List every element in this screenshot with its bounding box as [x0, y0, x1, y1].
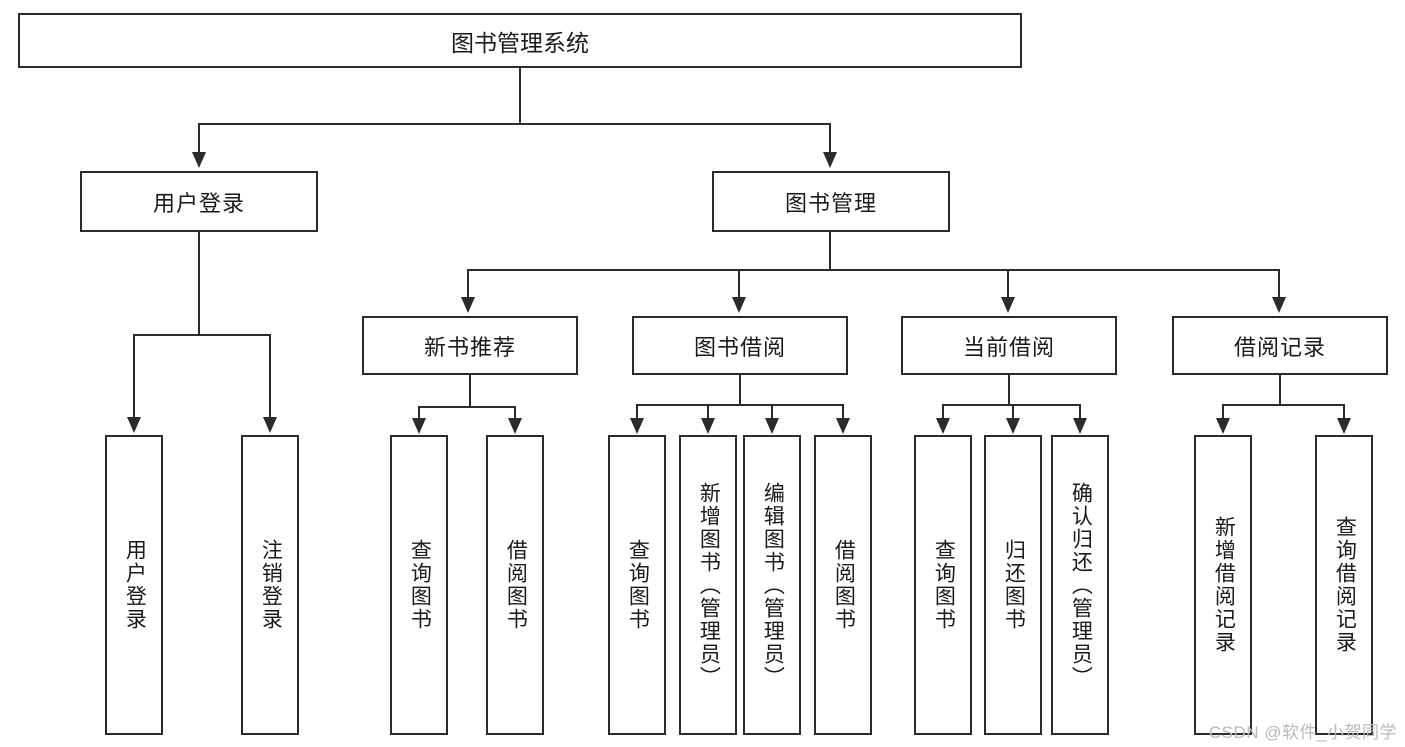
- leaf-label: 查询图书: [932, 539, 956, 631]
- leaf-book-borrow-2[interactable]: 编辑图书（管理员）: [743, 435, 801, 735]
- watermark: CSDN @软件_小贺同学: [1208, 723, 1397, 742]
- edge-user-login-stem: [198, 232, 200, 335]
- leaf-label: 新增借阅记录: [1212, 516, 1236, 654]
- node-label: 借阅记录: [1233, 334, 1326, 360]
- leaf-label: 查询图书: [408, 539, 432, 631]
- leaf-label: 查询借阅记录: [1333, 516, 1357, 654]
- edge-to-book-borrow: [738, 269, 740, 299]
- arrow-to-borrow-record: [1272, 297, 1286, 313]
- arrow-cb-to-leaf-2: [1073, 418, 1087, 434]
- arrow-nbr-to-leaf-1: [508, 418, 522, 434]
- edge-root-to-user-login: [198, 123, 200, 155]
- node-root-system[interactable]: 图书管理系统: [18, 13, 1022, 68]
- leaf-new-book-recommend-0[interactable]: 查询图书: [390, 435, 448, 735]
- leaf-borrow-record-0[interactable]: 新增借阅记录: [1194, 435, 1252, 735]
- leaf-label: 新增图书（管理员）: [697, 481, 721, 689]
- node-book-management[interactable]: 图书管理: [712, 171, 950, 232]
- arrow-nbr-to-leaf-0: [412, 418, 426, 434]
- edge-new-book-recommend-stem: [469, 375, 471, 408]
- edge-bb-to-leaf-1: [707, 404, 709, 420]
- edge-new-book-recommend-bar: [418, 406, 516, 408]
- edge-bb-to-leaf-3: [842, 404, 844, 420]
- edge-current-borrow-stem: [1008, 375, 1010, 406]
- leaf-current-borrow-0[interactable]: 查询图书: [914, 435, 972, 735]
- edge-nbr-to-leaf-1: [514, 406, 516, 420]
- edge-borrow-record-bar: [1222, 404, 1344, 406]
- arrow-to-current-borrow: [1001, 297, 1015, 313]
- edge-book-borrow-bar: [636, 404, 842, 406]
- arrow-cb-to-leaf-0: [936, 418, 950, 434]
- edge-cb-to-leaf-0: [942, 404, 944, 420]
- edge-nbr-to-leaf-0: [418, 406, 420, 420]
- arrow-bb-to-leaf-1: [701, 418, 715, 434]
- edge-root-to-book-manage: [829, 123, 831, 155]
- leaf-book-borrow-1[interactable]: 新增图书（管理员）: [679, 435, 737, 735]
- node-label: 新书推荐: [423, 334, 516, 360]
- node-label: 图书管理系统: [451, 29, 589, 56]
- edge-br-to-leaf-0: [1222, 404, 1224, 420]
- edge-book-borrow-stem: [739, 375, 741, 406]
- node-label: 用户登录: [152, 190, 245, 216]
- arrow-root-to-user-login: [192, 152, 206, 168]
- edge-root-bar: [198, 123, 830, 125]
- edge-user-login-bar: [133, 334, 271, 336]
- arrow-to-book-borrow: [732, 297, 746, 313]
- edge-br-to-leaf-1: [1343, 404, 1345, 420]
- leaf-label: 查询图书: [626, 539, 650, 631]
- arrow-br-to-leaf-1: [1337, 418, 1351, 434]
- arrow-bb-to-leaf-2: [765, 418, 779, 434]
- leaf-label: 编辑图书（管理员）: [761, 481, 785, 689]
- leaf-new-book-recommend-1[interactable]: 借阅图书: [486, 435, 544, 735]
- edge-borrow-record-stem: [1279, 375, 1281, 406]
- arrow-root-to-book-manage: [823, 152, 837, 168]
- leaf-label: 用户登录: [123, 539, 147, 631]
- edge-cb-to-leaf-1: [1012, 404, 1014, 420]
- leaf-label: 归还图书: [1002, 539, 1026, 631]
- edge-to-new-book-recommend: [467, 269, 469, 299]
- arrow-to-new-book-recommend: [461, 297, 475, 313]
- edge-user-login-to-leaf-1: [269, 334, 271, 419]
- node-borrow-record[interactable]: 借阅记录: [1172, 316, 1388, 375]
- edge-bb-to-leaf-0: [636, 404, 638, 420]
- leaf-label: 借阅图书: [832, 539, 856, 631]
- edge-to-borrow-record: [1278, 269, 1280, 299]
- arrow-bb-to-leaf-3: [836, 418, 850, 434]
- leaf-book-borrow-0[interactable]: 查询图书: [608, 435, 666, 735]
- edge-root-stem: [519, 68, 521, 124]
- edge-book-manage-stem: [829, 232, 831, 271]
- node-label: 图书管理: [784, 190, 877, 216]
- arrow-bb-to-leaf-0: [630, 418, 644, 434]
- node-user-login[interactable]: 用户登录: [80, 171, 318, 232]
- leaf-user-login-1[interactable]: 注销登录: [241, 435, 299, 735]
- leaf-book-borrow-3[interactable]: 借阅图书: [814, 435, 872, 735]
- leaf-current-borrow-1[interactable]: 归还图书: [984, 435, 1042, 735]
- leaf-current-borrow-2[interactable]: 确认归还（管理员）: [1051, 435, 1109, 735]
- leaf-user-login-0[interactable]: 用户登录: [105, 435, 163, 735]
- leaf-label: 确认归还（管理员）: [1069, 481, 1093, 689]
- node-new-book-recommend[interactable]: 新书推荐: [362, 316, 578, 375]
- edge-current-borrow-bar: [942, 404, 1080, 406]
- arrow-user-login-to-leaf-1: [263, 417, 277, 433]
- arrow-user-login-to-leaf-0: [127, 417, 141, 433]
- node-label: 当前借阅: [962, 334, 1055, 360]
- leaf-label: 注销登录: [259, 539, 283, 631]
- node-label: 图书借阅: [693, 334, 786, 360]
- edge-to-current-borrow: [1007, 269, 1009, 299]
- node-book-borrow[interactable]: 图书借阅: [632, 316, 848, 375]
- arrow-cb-to-leaf-1: [1006, 418, 1020, 434]
- leaf-label: 借阅图书: [504, 539, 528, 631]
- arrow-br-to-leaf-0: [1216, 418, 1230, 434]
- leaf-borrow-record-1[interactable]: 查询借阅记录: [1315, 435, 1373, 735]
- edge-cb-to-leaf-2: [1079, 404, 1081, 420]
- edge-level3-bar: [467, 269, 1279, 271]
- edge-bb-to-leaf-2: [771, 404, 773, 420]
- edge-user-login-to-leaf-0: [133, 334, 135, 419]
- node-current-borrow[interactable]: 当前借阅: [901, 316, 1117, 375]
